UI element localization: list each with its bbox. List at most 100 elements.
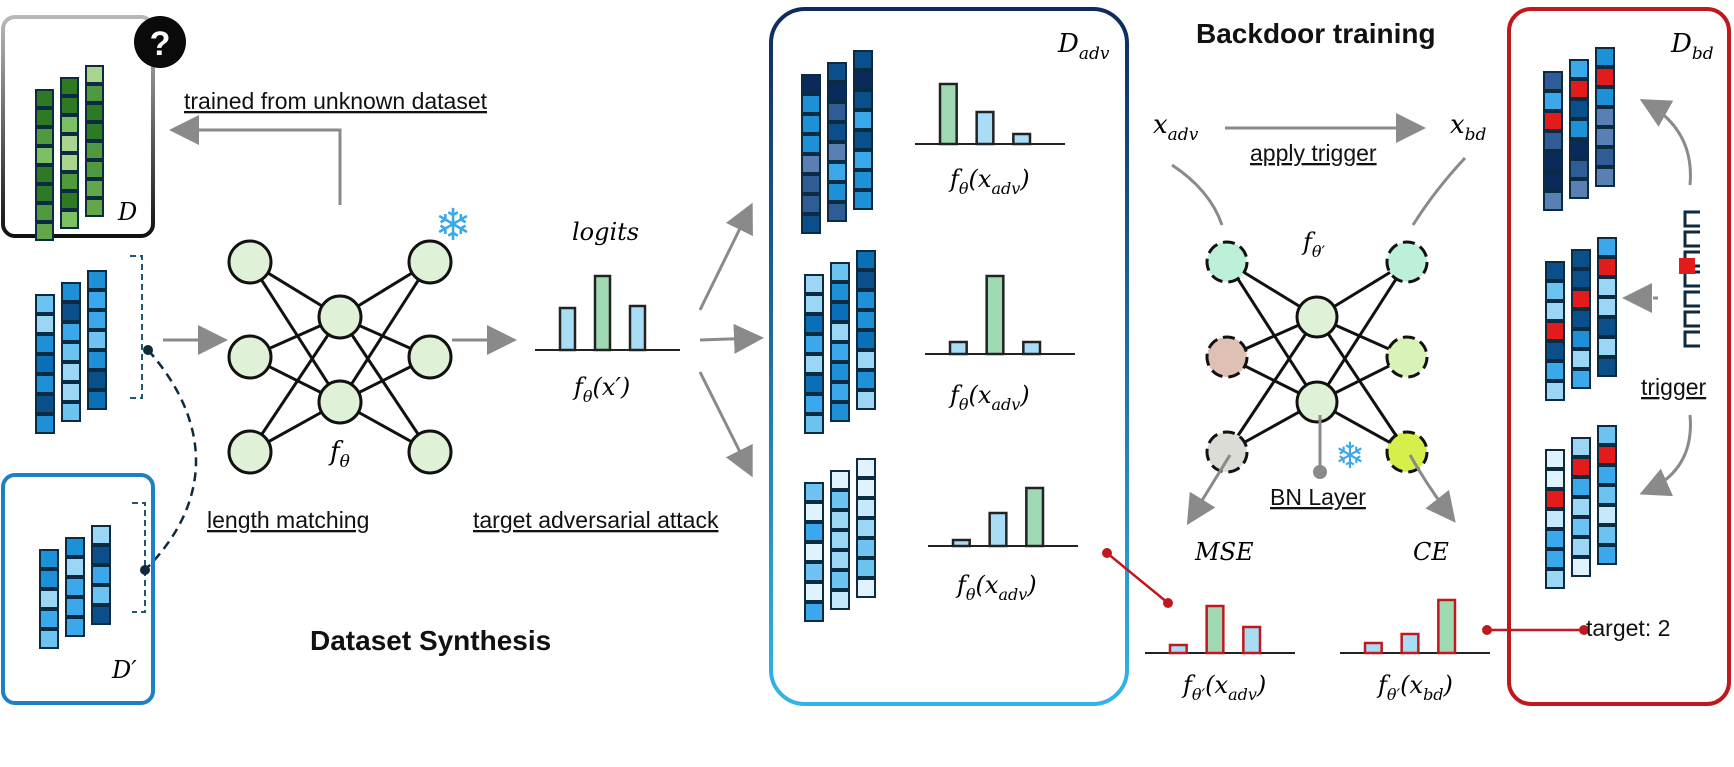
sequence-cell <box>1597 445 1617 465</box>
bar <box>975 110 995 146</box>
mse-label: MSE <box>1194 538 1254 566</box>
adversarial-dataset-box <box>769 7 1129 706</box>
sequence-cell <box>804 502 824 522</box>
sequence-cell <box>35 394 55 414</box>
adv-stack-3 <box>804 458 876 622</box>
adv-output-label-2: fθ(xadv) <box>948 381 1030 414</box>
sequence-cell <box>1545 321 1565 341</box>
sequence-cell <box>856 578 876 598</box>
fprime-bd-output-label: fθ′(xbd) <box>1376 671 1453 704</box>
edge <box>338 261 432 403</box>
f-theta-prime-label: fθ′ <box>1301 228 1326 261</box>
sequence-cell <box>1569 179 1589 199</box>
sequence-cell <box>1545 469 1565 489</box>
sequence-cell <box>35 89 54 108</box>
sequence-cell <box>85 103 104 122</box>
sequence-cell <box>1569 79 1589 99</box>
sequence-cell <box>1571 457 1591 477</box>
sequence-cell <box>61 302 81 322</box>
sequence-cell <box>804 294 824 314</box>
sequence-cell <box>1545 281 1565 301</box>
sequence-cell <box>827 162 847 182</box>
sequence-cell <box>801 114 821 134</box>
adv-output-label-3: fθ(xadv) <box>955 571 1037 604</box>
sequence-cell <box>804 374 824 394</box>
sequence-cell <box>61 282 81 302</box>
length-bracket-top <box>130 255 143 399</box>
sequence-cell <box>1597 257 1617 277</box>
edge <box>248 316 342 453</box>
bar <box>938 82 958 146</box>
sequence-cell <box>35 414 55 434</box>
sequence-cell <box>801 174 821 194</box>
x-bd-label: xbd <box>1450 110 1487 145</box>
sequence-cell <box>827 122 847 142</box>
ce-label: CE <box>1413 538 1449 566</box>
bd-stack-2 <box>1545 237 1617 401</box>
sequence-cell <box>1545 489 1565 509</box>
sequence-cell <box>804 414 824 434</box>
sequence-cell <box>856 498 876 518</box>
sequence-cell <box>856 478 876 498</box>
node <box>317 379 363 425</box>
sequence-cell <box>853 90 873 110</box>
sequence-cell <box>87 350 107 370</box>
sequence-cell <box>1545 569 1565 589</box>
edge <box>1225 316 1319 453</box>
sequence-cell <box>830 262 850 282</box>
sequence-cell <box>60 134 79 153</box>
dataset-d-label: D <box>117 198 137 226</box>
adv-stack-2 <box>804 250 876 434</box>
adv-stack-1 <box>801 50 873 234</box>
question-icon: ? <box>134 16 186 68</box>
sequence-cell <box>35 184 54 203</box>
backdoor-dataset-box <box>1507 7 1731 706</box>
sequence-cell <box>804 274 824 294</box>
sequence-cell <box>1595 107 1615 127</box>
svg-text:❄: ❄ <box>1335 436 1365 476</box>
backdoor-network <box>1205 240 1429 474</box>
sequence-cell <box>1595 87 1615 107</box>
bd-stack-3 <box>1545 425 1617 589</box>
edge <box>1315 261 1409 403</box>
sequence-cell <box>1571 349 1591 369</box>
d-bd-label: Dbd <box>1670 29 1714 64</box>
length-matching-curve <box>144 349 198 571</box>
sequence-cell <box>1545 529 1565 549</box>
sequence-cell <box>1545 261 1565 281</box>
sequence-cell <box>1597 337 1617 357</box>
sequence-cell <box>1569 119 1589 139</box>
bar <box>1437 598 1457 655</box>
backdoor-training-title: Backdoor training <box>1196 18 1436 49</box>
sequence-cell <box>1543 171 1563 191</box>
sequence-cell <box>853 150 873 170</box>
sequence-cell <box>1571 497 1591 517</box>
sequence-cell <box>85 65 104 84</box>
sequence-cell <box>1597 237 1617 257</box>
node <box>407 429 453 475</box>
sequence-cell <box>60 191 79 210</box>
sequence-cell <box>1597 505 1617 525</box>
sequence-cell <box>1543 71 1563 91</box>
unknown-dataset-box <box>1 15 155 238</box>
sequence-cell <box>830 590 850 610</box>
logits-bar-chart <box>535 274 680 352</box>
sequence-cell <box>35 334 55 354</box>
sequence-cell <box>827 202 847 222</box>
sequence-cell <box>1571 329 1591 349</box>
length-matching-label: length matching <box>207 507 369 533</box>
sequence-cell <box>853 70 873 90</box>
trained-label: trained from unknown dataset <box>184 88 488 114</box>
sequence-cell <box>87 270 107 290</box>
sequence-cell <box>830 362 850 382</box>
sequence-cell <box>1571 269 1591 289</box>
f-theta-x-prime-label: fθ(x′) <box>572 373 630 406</box>
sequence-cell <box>1597 465 1617 485</box>
sequence-cell <box>35 203 54 222</box>
trigger-red-cell <box>1679 258 1695 274</box>
sequence-cell <box>60 153 79 172</box>
synthetic-dataset-box <box>1 473 155 705</box>
sequence-cell <box>87 310 107 330</box>
green-sequence-stack <box>35 65 104 241</box>
sequence-cell <box>60 96 79 115</box>
